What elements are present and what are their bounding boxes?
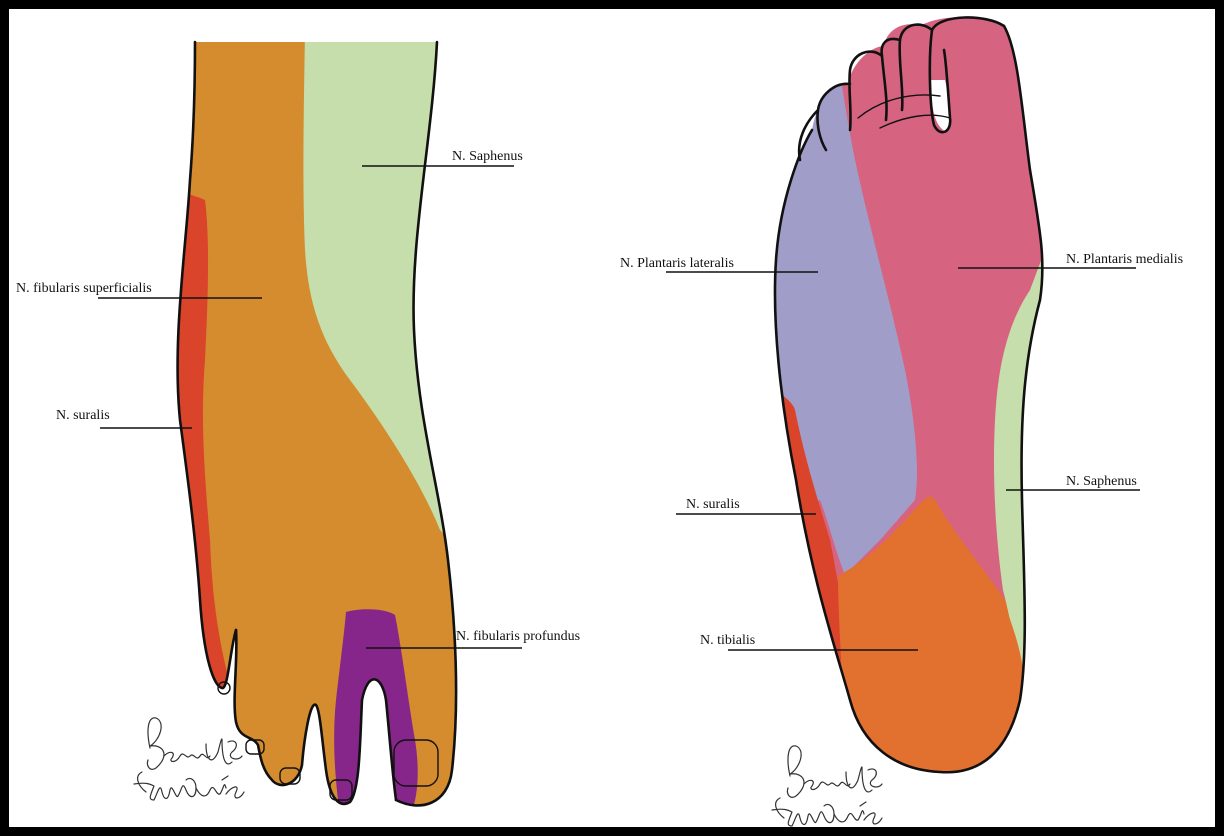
label-fibularis-superficialis: N. fibularis superficialis (16, 281, 152, 296)
label-saphenus-plantar: N. Saphenus (1066, 474, 1137, 489)
label-saphenus-dorsal: N. Saphenus (452, 149, 523, 164)
label-plantaris-lateralis: N. Plantaris lateralis (620, 256, 734, 271)
plantar-foot (760, 10, 1060, 790)
dorsal-foot (150, 30, 470, 830)
signature-plantar (772, 746, 882, 826)
label-tibialis: N. tibialis (700, 633, 755, 648)
label-plantaris-medialis: N. Plantaris medialis (1066, 252, 1183, 267)
label-suralis-dorsal: N. suralis (56, 408, 110, 423)
label-suralis-plantar: N. suralis (686, 497, 740, 512)
signature-dorsal (134, 718, 244, 800)
label-fibularis-profundus: N. fibularis profundus (456, 629, 580, 644)
